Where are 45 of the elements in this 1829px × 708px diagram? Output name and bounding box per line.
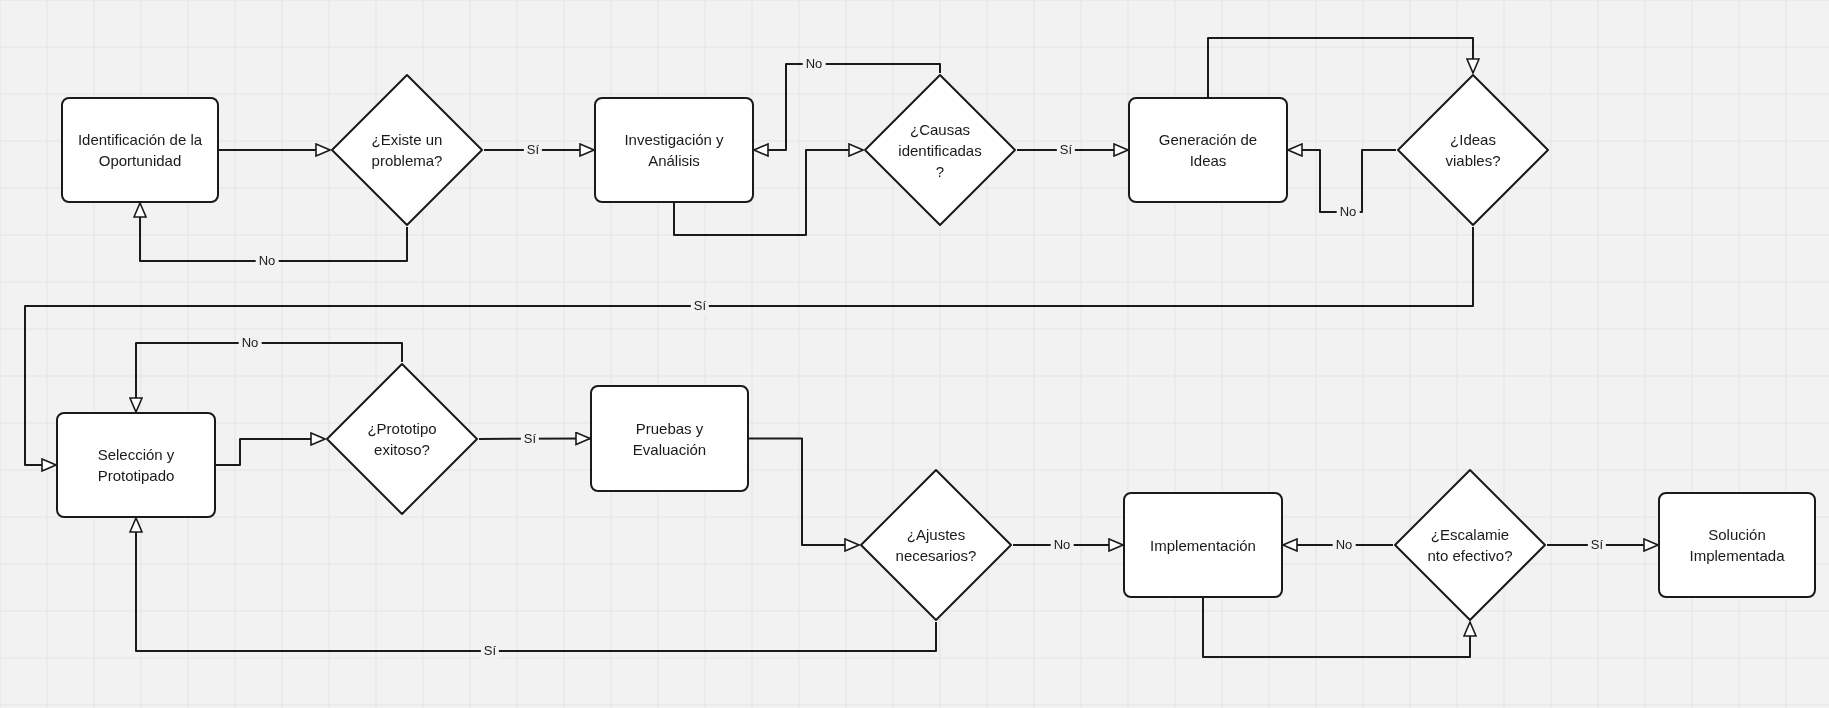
node-text: ¿Escalamiento efectivo?	[1427, 525, 1513, 566]
process-box	[1128, 97, 1288, 203]
arrow	[1202, 597, 1477, 658]
decision-diamond	[863, 73, 1017, 227]
decision-diamond	[1396, 73, 1550, 227]
arrow	[215, 432, 326, 466]
node-text: Pruebas y Evaluación	[631, 418, 708, 460]
arrow	[483, 143, 595, 157]
arrow	[673, 143, 864, 236]
arrow	[129, 517, 937, 652]
process-box	[61, 97, 219, 203]
node-text: ¿Ajustes necesarios?	[894, 525, 978, 566]
node-text: ¿Causas identificadas?	[897, 119, 983, 182]
decision-diamond	[330, 73, 484, 227]
process-box	[1123, 492, 1283, 598]
arrow	[753, 63, 941, 157]
arrow	[1207, 37, 1480, 98]
node-text: Investigación y Análisis	[623, 130, 725, 171]
process-box	[594, 97, 754, 203]
edge-label: Sí	[1587, 537, 1607, 553]
edge-label: Sí	[690, 298, 710, 314]
process-box	[590, 385, 749, 492]
arrow	[129, 342, 403, 413]
arrow	[24, 226, 1474, 472]
arrow	[1016, 143, 1129, 157]
arrow	[218, 143, 331, 157]
arrow	[133, 202, 408, 262]
decision-diamond	[859, 468, 1013, 622]
edge-label: Sí	[480, 643, 500, 659]
decision-diamond	[1393, 468, 1547, 622]
arrow	[478, 431, 591, 446]
decision-diamond	[325, 362, 479, 516]
node-text: Solución Implementada	[1688, 525, 1786, 566]
node-text: Implementación	[1149, 535, 1257, 556]
arrow	[748, 437, 860, 552]
arrow	[1546, 538, 1659, 552]
node-text: ¿Existe un problema?	[370, 130, 444, 171]
node-text: Identificación de la Oportunidad	[76, 130, 204, 171]
node-text: ¿Ideas viables?	[1444, 130, 1502, 171]
node-text: Generación de Ideas	[1157, 130, 1259, 171]
process-box	[1658, 492, 1816, 598]
arrow	[1287, 143, 1397, 213]
process-box	[56, 412, 216, 518]
node-text: Selección y Prototipado	[96, 445, 176, 486]
node-text: ¿Prototipo exitoso?	[366, 419, 438, 460]
